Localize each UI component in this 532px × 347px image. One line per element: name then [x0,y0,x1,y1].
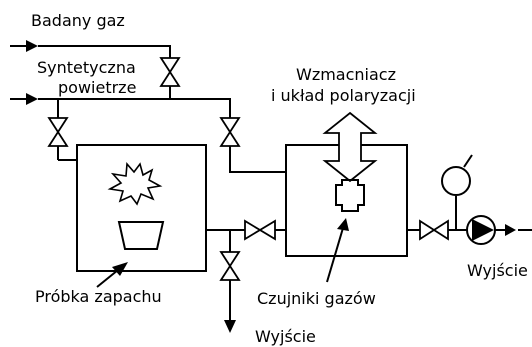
label-uklad-polaryzacji: i układ polaryzacji [271,86,416,105]
air-valve-left [47,117,69,147]
odor-burst-icon [107,162,163,206]
air-valve-right [219,117,241,147]
pressure-gauge-icon [441,154,473,196]
synthetic-air-line [10,93,286,173]
output-valve [419,219,449,241]
chamber-connection-line [206,229,286,333]
pump-icon [466,215,496,245]
output-line [407,196,532,236]
label-powietrze: powietrze [58,78,136,97]
sample-cup-icon [117,221,165,250]
label-czujniki-gazow: Czujniki gazów [257,289,376,308]
gas-sensors-pointer-arrow [326,218,349,283]
label-probka-zapachu: Próbka zapachu [35,287,162,306]
label-wyjscie-right: Wyjście [467,261,528,280]
label-wzmacniacz: Wzmacniacz [296,65,396,84]
signal-double-arrow [322,111,378,183]
label-wyjscie-bottom: Wyjście [255,327,316,346]
label-badany-gaz: Badany gaz [31,11,125,30]
test-gas-inlet-line [10,40,171,99]
label-syntetyczna: Syntetyczna [37,58,136,77]
gas-sensor-icon [335,179,365,212]
bottom-outlet-valve [219,251,241,281]
test-gas-valve [159,57,181,87]
odor-sample-chamber [76,144,207,272]
odor-sample-pointer-arrow [96,262,128,288]
chamber-connection-valve [244,219,276,241]
